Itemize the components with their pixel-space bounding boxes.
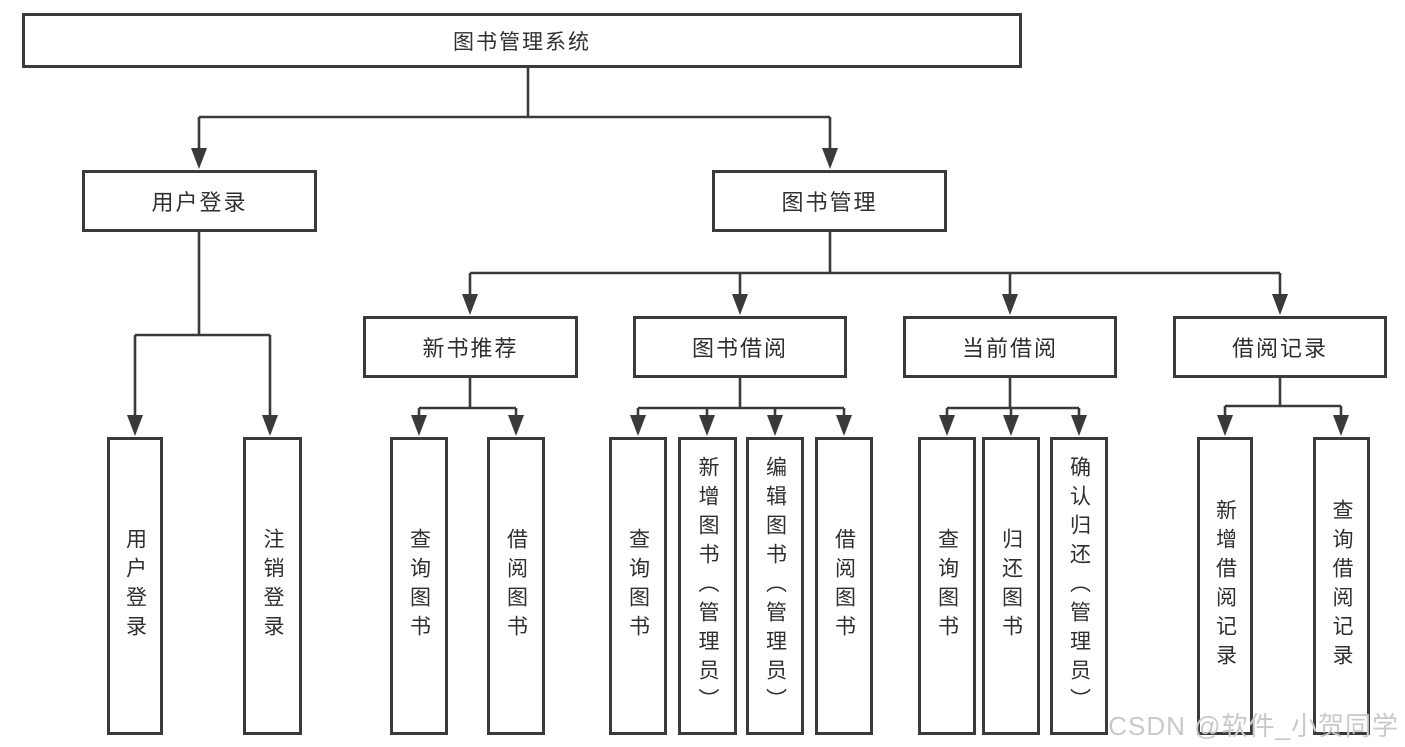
leaf-return-book: 归还图书	[982, 437, 1040, 735]
leaf-query-books-borrow: 查询图书	[609, 437, 667, 735]
leaf-query-books-current: 查询图书	[918, 437, 976, 735]
leaf-query-books-recommend: 查询图书	[390, 437, 448, 735]
leaf-edit-book-admin: 编辑图书（管理员）	[746, 437, 804, 735]
leaf-query-borrow-record-label: 查询借阅记录	[1330, 499, 1353, 673]
leaf-borrow-books: 借阅图书	[815, 437, 873, 735]
connector-lines	[133, 68, 1343, 418]
leaf-borrow-books-label: 借阅图书	[832, 528, 856, 644]
leaf-borrow-books-recommend: 借阅图书	[487, 437, 545, 735]
leaf-add-book-admin: 新增图书（管理员）	[678, 437, 737, 735]
leaf-add-borrow-record: 新增借阅记录	[1197, 437, 1253, 735]
node-book-borrow-label: 图书借阅	[691, 336, 788, 361]
leaf-user-login: 用户登录	[107, 437, 163, 735]
node-current-borrow-label: 当前借阅	[961, 336, 1058, 361]
leaf-user-login-label: 用户登录	[123, 528, 147, 644]
leaf-borrow-books-recommend-label: 借阅图书	[504, 528, 528, 644]
leaf-query-books-recommend-label: 查询图书	[407, 528, 431, 644]
leaf-query-books-current-label: 查询图书	[935, 528, 959, 644]
leaf-logout-label: 注销登录	[261, 528, 284, 644]
csdn-watermark: CSDN @软件_小贺同学	[1108, 711, 1399, 741]
node-current-borrow: 当前借阅	[903, 316, 1117, 378]
node-book-management-label: 图书管理	[781, 190, 878, 215]
node-root-label: 图书管理系统	[453, 30, 591, 54]
node-borrow-records: 借阅记录	[1173, 316, 1387, 378]
arrowheads	[127, 148, 1349, 436]
leaf-logout: 注销登录	[243, 437, 302, 735]
node-new-book-recommend-label: 新书推荐	[422, 336, 519, 361]
leaf-return-book-label: 归还图书	[999, 528, 1023, 644]
leaf-confirm-return-admin: 确认归还（管理员）	[1050, 437, 1108, 735]
leaf-query-books-borrow-label: 查询图书	[626, 528, 650, 644]
leaf-add-borrow-record-label: 新增借阅记录	[1213, 499, 1237, 673]
node-new-book-recommend: 新书推荐	[363, 316, 578, 378]
leaf-edit-book-admin-label: 编辑图书（管理员）	[763, 455, 787, 717]
node-book-management: 图书管理	[712, 170, 947, 232]
node-user-login: 用户登录	[82, 170, 317, 232]
leaf-confirm-return-admin-label: 确认归还（管理员）	[1067, 455, 1091, 717]
node-root: 图书管理系统	[22, 13, 1022, 68]
node-book-borrow: 图书借阅	[633, 316, 847, 378]
leaf-add-book-admin-label: 新增图书（管理员）	[696, 455, 719, 717]
node-user-login-label: 用户登录	[151, 190, 248, 215]
leaf-query-borrow-record: 查询借阅记录	[1313, 437, 1370, 735]
node-borrow-records-label: 借阅记录	[1231, 336, 1328, 361]
